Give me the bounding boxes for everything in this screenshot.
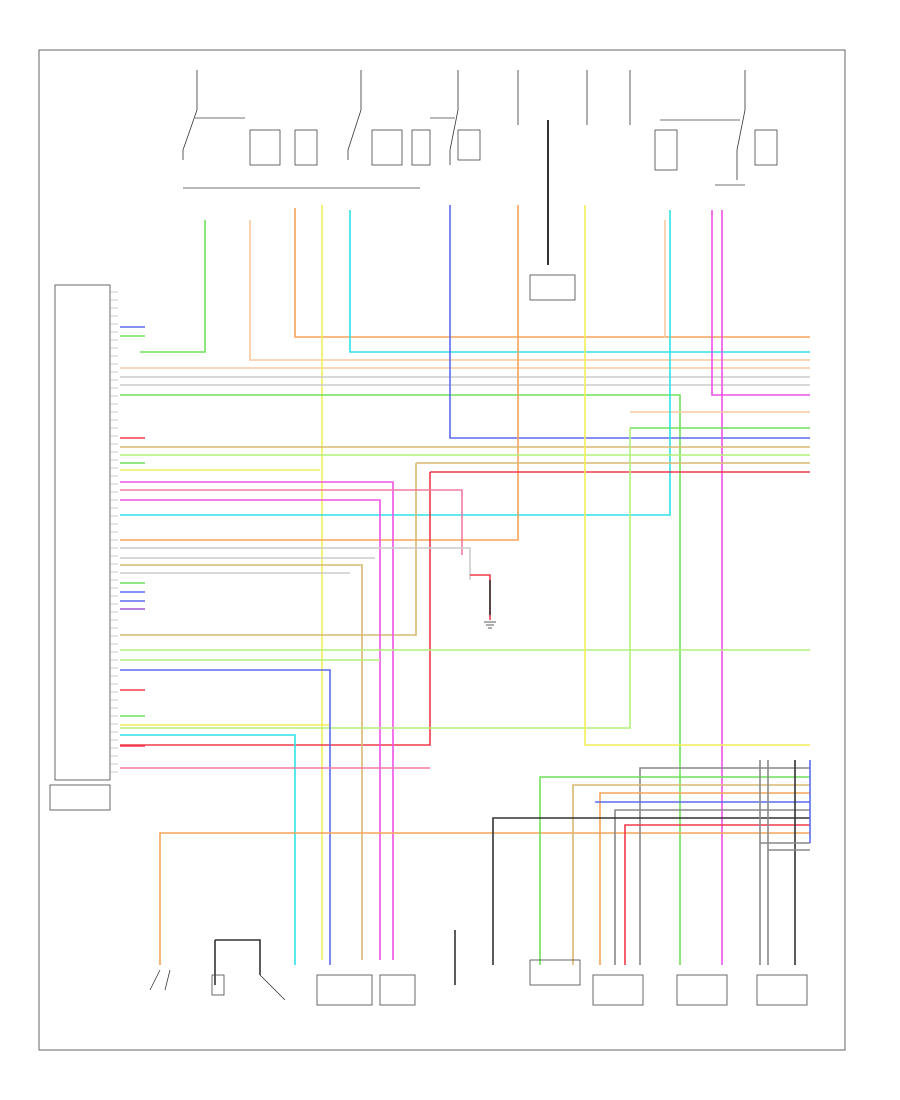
bottom-components	[149, 959, 808, 1006]
top-relays	[249, 120, 778, 301]
top-fuse-sources	[182, 70, 746, 180]
wires	[120, 205, 811, 985]
ecm-block	[49, 284, 111, 811]
diagram-frame	[38, 49, 846, 1051]
top-bus	[183, 117, 745, 189]
ecm-pin-markers	[110, 291, 118, 773]
ground-symbols	[484, 621, 496, 629]
